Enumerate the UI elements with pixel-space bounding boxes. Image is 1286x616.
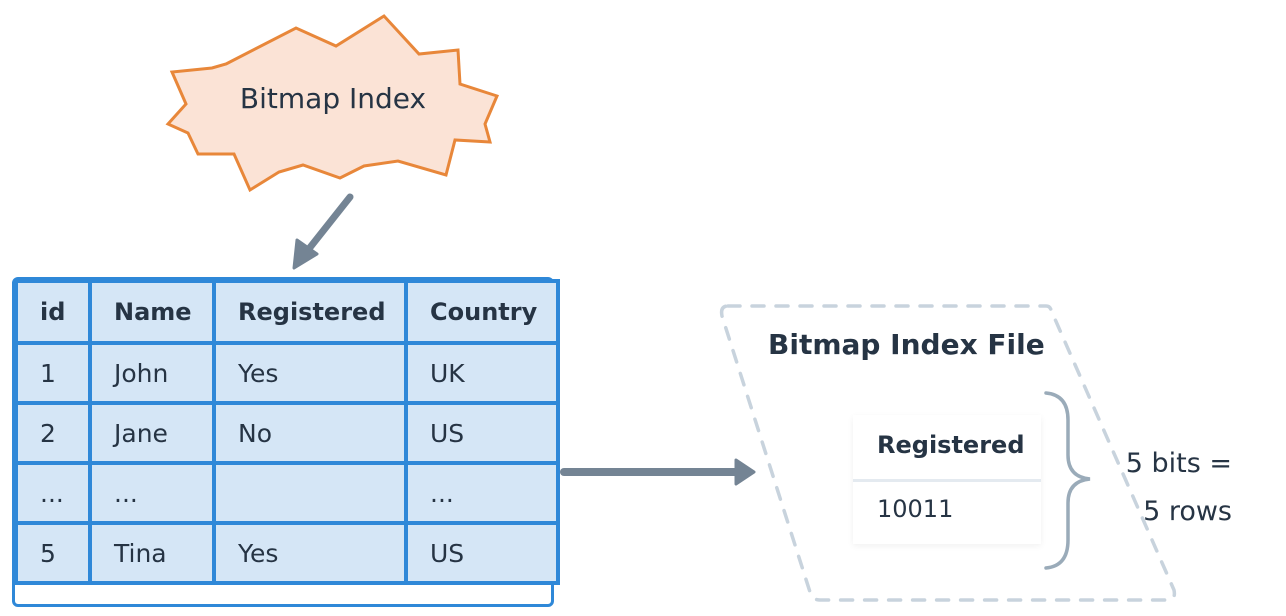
cell-name: ...	[88, 461, 216, 525]
bitmap-card-divider	[853, 479, 1041, 482]
column-header-country: Country	[404, 279, 560, 345]
brace-label-line2: 5 rows	[1143, 496, 1232, 527]
table-header-row: id Name Registered Country	[14, 279, 560, 345]
table-row: 5 Tina Yes US	[14, 521, 560, 585]
brace-label: 5 bits = 5 rows	[1112, 440, 1232, 536]
bitmap-card-header: Registered	[877, 431, 1025, 459]
cell-country: ...	[404, 461, 560, 525]
column-header-name: Name	[88, 279, 216, 345]
bitmap-card-value: 10011	[877, 495, 954, 523]
table-row: 2 Jane No US	[14, 401, 560, 465]
table-row: ... ... ...	[14, 461, 560, 525]
index-file-outline	[719, 304, 1177, 602]
cell-registered: Yes	[212, 521, 408, 585]
cell-country: UK	[404, 341, 560, 405]
source-table: id Name Registered Country 1 John Yes UK…	[14, 279, 560, 585]
bitmap-card: Registered 10011	[853, 415, 1041, 544]
cell-id: ...	[14, 461, 92, 525]
arrow-right-icon	[560, 458, 756, 486]
cell-registered: Yes	[212, 341, 408, 405]
arrow-down-left-icon	[292, 193, 354, 270]
cell-country: US	[404, 521, 560, 585]
index-file-title: Bitmap Index File	[768, 328, 1045, 361]
table-row: 1 John Yes UK	[14, 341, 560, 405]
cell-name: Jane	[88, 401, 216, 465]
cell-id: 1	[14, 341, 92, 405]
cell-id: 5	[14, 521, 92, 585]
curly-brace-icon	[1044, 391, 1091, 570]
burst-callout-shape	[165, 14, 500, 193]
brace-label-line1: 5 bits =	[1125, 448, 1232, 479]
cell-registered	[212, 461, 408, 525]
cell-registered: No	[212, 401, 408, 465]
callout-label: Bitmap Index	[239, 82, 427, 115]
cell-country: US	[404, 401, 560, 465]
column-header-registered: Registered	[212, 279, 408, 345]
cell-name: John	[88, 341, 216, 405]
cell-name: Tina	[88, 521, 216, 585]
cell-id: 2	[14, 401, 92, 465]
column-header-id: id	[14, 279, 92, 345]
